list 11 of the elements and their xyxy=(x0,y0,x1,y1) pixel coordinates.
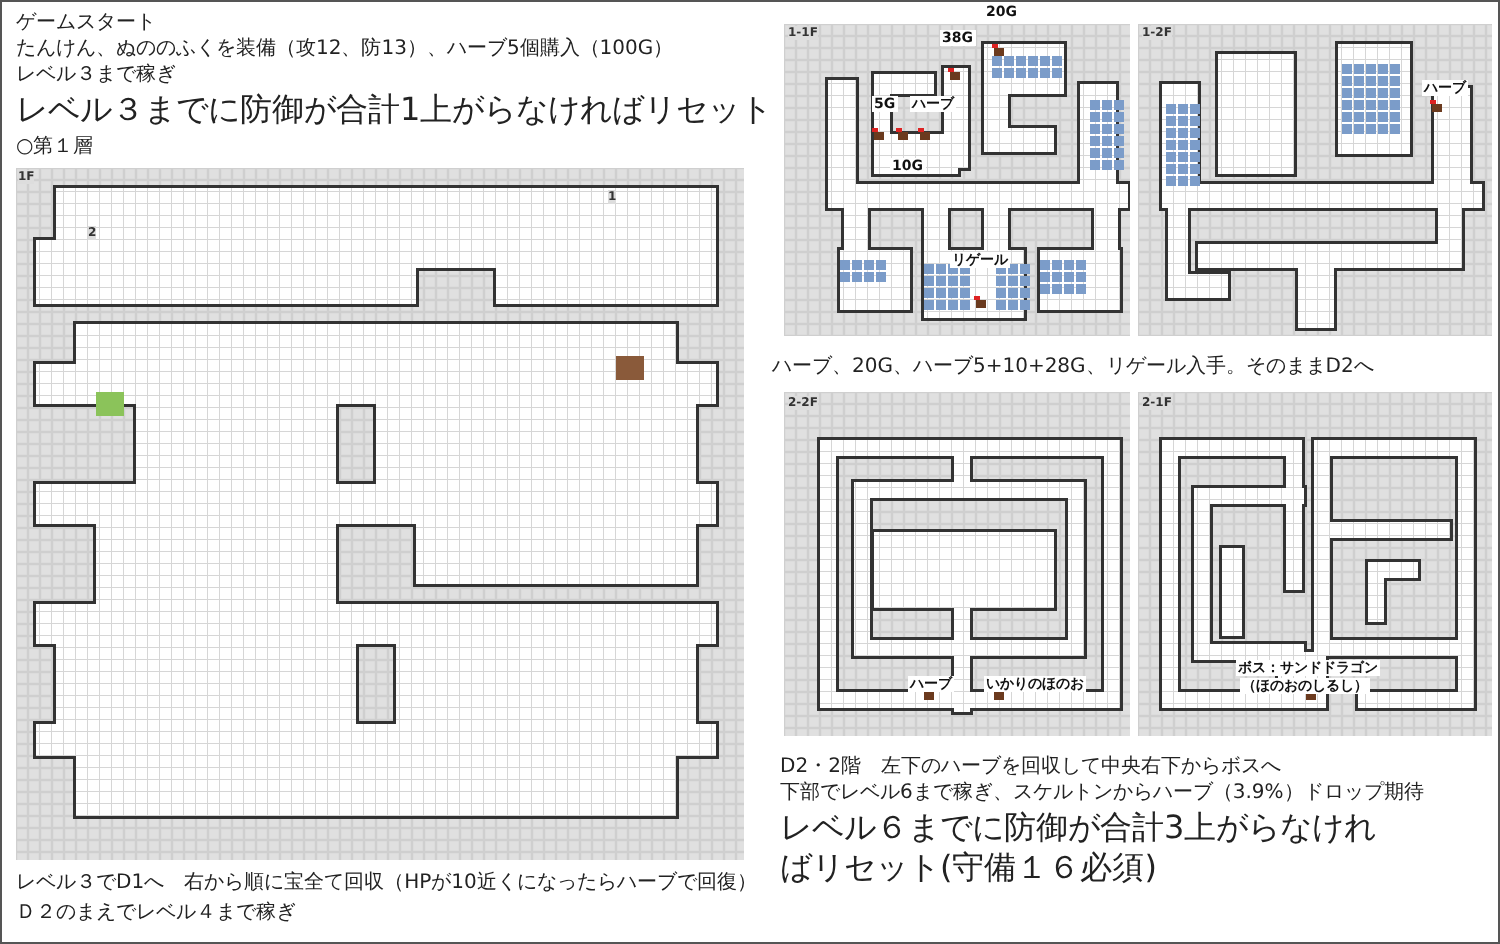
warning-text: レベル６までに防御が合計3上がらなければリセット(守備１６必須) xyxy=(780,808,1379,888)
section-heading: ○第１層 xyxy=(16,136,94,160)
note-text: 下部でレベル6まで稼ぎ、スケルトンからハーブ（3.9%）ドロップ期待 xyxy=(780,782,1424,806)
note-text: ハーブ、20G、ハーブ5+10+28G、リゲール入手。そのままD2へ xyxy=(772,356,1374,380)
note-text: レベル３でD1へ 右から順に宝全て回収（HPが10近くになったらハーブで回復） xyxy=(16,872,757,896)
note-text: Ｄ２のまえでレベル４まで稼ぎ xyxy=(16,902,296,926)
note-text: ゲームスタート xyxy=(16,12,156,36)
note-text: D2・2階 左下のハーブを回収して中央右下からボスへ xyxy=(780,756,1281,780)
warning-text: レベル３までに防御が合計1上がらなければリセット xyxy=(16,90,773,130)
note-text: たんけん、ぬののふくを装備（攻12、防13）、ハーブ5個購入（100G） xyxy=(16,38,674,62)
note-text: レベル３まで稼ぎ xyxy=(16,64,176,88)
